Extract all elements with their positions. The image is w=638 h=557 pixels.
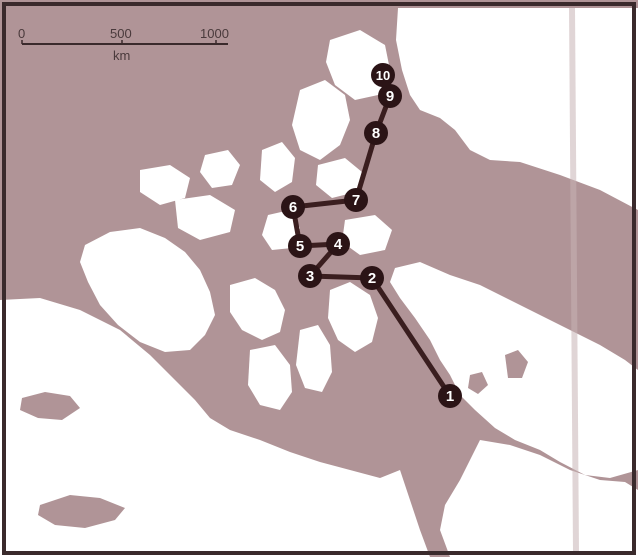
route-stop-6[interactable]: 6	[281, 195, 305, 219]
route-line	[290, 72, 453, 399]
svg-text:9: 9	[386, 88, 394, 105]
svg-text:3: 3	[306, 268, 314, 285]
route-stop-5[interactable]: 5	[288, 234, 312, 258]
mid-island-b	[342, 215, 392, 255]
route-stop-8[interactable]: 8	[364, 121, 388, 145]
north-island-e	[200, 150, 240, 188]
west-island	[80, 228, 215, 352]
route-stop-1[interactable]: 1	[438, 384, 462, 408]
mainland-south	[0, 298, 430, 557]
southeast-landmass	[440, 440, 638, 557]
route-stop-4[interactable]: 4	[326, 232, 350, 256]
north-island-c	[260, 142, 295, 192]
central-island-d	[248, 345, 292, 410]
lake-east-small	[468, 372, 488, 394]
svg-text:10: 10	[376, 68, 390, 83]
meridian-line	[569, 7, 579, 553]
svg-text:5: 5	[296, 238, 304, 255]
scale-unit: km	[113, 48, 130, 63]
scale-label-1000: 1000	[200, 26, 229, 41]
svg-text:4: 4	[334, 236, 343, 253]
svg-text:7: 7	[352, 192, 360, 209]
central-island-a	[230, 278, 285, 340]
route-stop-10[interactable]: 10	[371, 63, 395, 87]
north-island-f	[175, 195, 235, 240]
route-stop-3[interactable]: 3	[298, 264, 322, 288]
scale-label-0: 0	[18, 26, 25, 41]
scale-bar: 0 500 1000 km	[18, 26, 229, 63]
north-island-d	[140, 165, 190, 205]
lake-east	[505, 350, 528, 378]
scale-label-500: 500	[110, 26, 132, 41]
central-island-b	[328, 282, 378, 352]
route-stop-2[interactable]: 2	[360, 266, 384, 290]
lake-southwest	[38, 495, 125, 528]
svg-text:6: 6	[289, 199, 297, 216]
svg-text:8: 8	[372, 125, 380, 142]
central-island-c	[296, 325, 332, 392]
greenland-landmass	[396, 8, 638, 210]
svg-text:1: 1	[446, 388, 454, 405]
north-island-a	[292, 80, 350, 160]
route-markers: 1 2 3 4 5 6 7 8 9 10	[281, 63, 462, 408]
route-layer	[290, 72, 453, 399]
lake-west	[20, 392, 80, 420]
route-stop-7[interactable]: 7	[344, 188, 368, 212]
mid-island-c	[316, 158, 362, 198]
route-stop-9[interactable]: 9	[378, 84, 402, 108]
svg-text:2: 2	[368, 270, 376, 287]
